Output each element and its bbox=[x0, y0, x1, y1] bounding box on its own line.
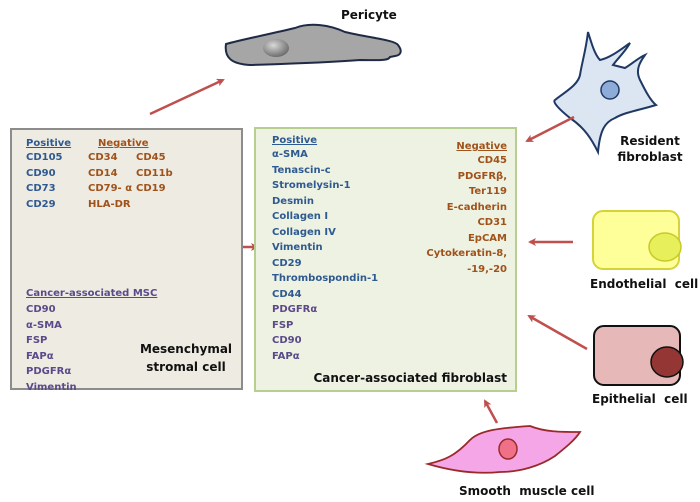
caf-negative-header: Negative bbox=[456, 141, 507, 152]
caf-title: Cancer-associated fibroblast bbox=[313, 371, 507, 385]
caf-positive-item: FAPα bbox=[272, 350, 300, 362]
resident-fibroblast-label-line2: fibroblast bbox=[617, 150, 683, 164]
endothelial-cell-icon bbox=[592, 210, 682, 270]
caf-positive-item: α-SMA bbox=[272, 149, 308, 160]
msc-cancer-item: Vimentin bbox=[26, 381, 77, 393]
caf-positive-item: Thrombospondin-1 bbox=[272, 273, 379, 284]
pericyte-cell-icon bbox=[224, 23, 402, 67]
msc-cancer-item: FSP bbox=[26, 335, 48, 346]
caf-positive-item: Vimentin bbox=[272, 242, 323, 253]
msc-cancer-item: PDGFRα bbox=[26, 366, 72, 377]
msc-cancer-column: Cancer-associated MSC CD90 α-SMA FSP FAP… bbox=[26, 287, 157, 395]
msc-cancer-item: FAPα bbox=[26, 350, 54, 362]
arrow-smooth-muscle-to-caf bbox=[483, 399, 499, 424]
msc-cancer-header: Cancer-associated MSC bbox=[26, 288, 158, 299]
msc-positive-item: CD73 bbox=[26, 183, 56, 194]
caf-negative-item: CD45 bbox=[477, 155, 507, 166]
msc-positive-item: CD29 bbox=[26, 198, 56, 210]
arrow-epithelial-to-caf bbox=[527, 314, 588, 351]
caf-positive-column: Positive α-SMA Tenascin-c Stromelysin-1 … bbox=[272, 134, 378, 364]
msc-negative-item: CD19 bbox=[136, 183, 166, 194]
msc-positive-item: CD105 bbox=[26, 152, 63, 163]
resident-fibroblast-label: Resident fibroblast bbox=[610, 133, 690, 165]
msc-positive-item: CD90 bbox=[26, 167, 56, 179]
msc-negative-item: CD34 bbox=[88, 152, 118, 163]
arrow-msc-to-pericyte bbox=[149, 78, 225, 116]
pericyte-label: Pericyte bbox=[341, 8, 397, 22]
msc-negative-column-2: CD45 CD11b CD19 bbox=[136, 150, 173, 197]
epithelial-cell-icon bbox=[593, 325, 684, 386]
msc-negative-item: CD11b bbox=[136, 167, 173, 179]
caf-negative-item: EpCAM bbox=[467, 232, 507, 244]
caf-negative-item: CD31 bbox=[477, 217, 507, 228]
caf-negative-item: -19,-20 bbox=[467, 263, 507, 275]
caf-positive-item: FSP bbox=[272, 319, 294, 331]
msc-title-line1: Mesenchymal bbox=[139, 342, 233, 356]
msc-title: Mesenchymal stromal cell bbox=[136, 340, 236, 376]
msc-negative-item: CD14 bbox=[88, 167, 118, 179]
msc-negative-item: CD79- α bbox=[88, 183, 133, 194]
caf-positive-item: CD90 bbox=[272, 335, 302, 346]
msc-cancer-item: CD90 bbox=[26, 304, 56, 315]
resident-fibroblast-label-line1: Resident bbox=[620, 134, 680, 148]
smooth-muscle-cell-icon bbox=[424, 425, 582, 474]
caf-negative-item: E-cadherin bbox=[446, 201, 507, 213]
msc-positive-header: Positive bbox=[26, 138, 72, 149]
caf-negative-item: Cytokeratin-8, bbox=[426, 248, 507, 259]
msc-negative-header: Negative bbox=[98, 138, 149, 149]
msc-cancer-item: α-SMA bbox=[26, 319, 62, 331]
caf-positive-header: Positive bbox=[272, 135, 318, 146]
epithelial-label: Epithelial cell bbox=[592, 392, 688, 406]
caf-positive-item: CD44 bbox=[272, 288, 302, 300]
caf-positive-item: Desmin bbox=[272, 195, 315, 207]
resident-fibroblast-cell-icon bbox=[553, 31, 659, 156]
caf-positive-item: Collagen IV bbox=[272, 226, 336, 238]
caf-positive-item: Stromelysin-1 bbox=[272, 180, 351, 191]
caf-positive-item: PDGFRα bbox=[272, 304, 318, 315]
msc-panel: Positive CD105 CD90 CD73 CD29 Negative C… bbox=[10, 128, 243, 393]
caf-positive-item: Tenascin-c bbox=[272, 164, 331, 176]
caf-positive-item: Collagen I bbox=[272, 211, 329, 222]
msc-positive-column: Positive CD105 CD90 CD73 CD29 bbox=[26, 137, 71, 212]
msc-negative-item: CD45 bbox=[136, 152, 166, 163]
caf-positive-item: CD29 bbox=[272, 257, 302, 269]
arrow-fibroblast-to-caf bbox=[525, 115, 575, 143]
endothelial-label: Endothelial cell bbox=[590, 277, 699, 291]
smooth-muscle-label: Smooth muscle cell bbox=[459, 484, 595, 498]
caf-panel: Positive α-SMA Tenascin-c Stromelysin-1 … bbox=[254, 127, 517, 392]
msc-title-line2: stromal cell bbox=[146, 360, 226, 374]
caf-negative-column: Negative CD45 PDGFRβ, Ter119 E-cadherin … bbox=[426, 140, 507, 277]
msc-negative-item: HLA-DR bbox=[88, 198, 131, 210]
caf-negative-item: PDGFRβ, bbox=[457, 170, 507, 182]
msc-negative-column-1: Negative CD34 CD14 CD79- α HLA-DR bbox=[88, 137, 149, 212]
caf-negative-item: Ter119 bbox=[468, 186, 507, 197]
